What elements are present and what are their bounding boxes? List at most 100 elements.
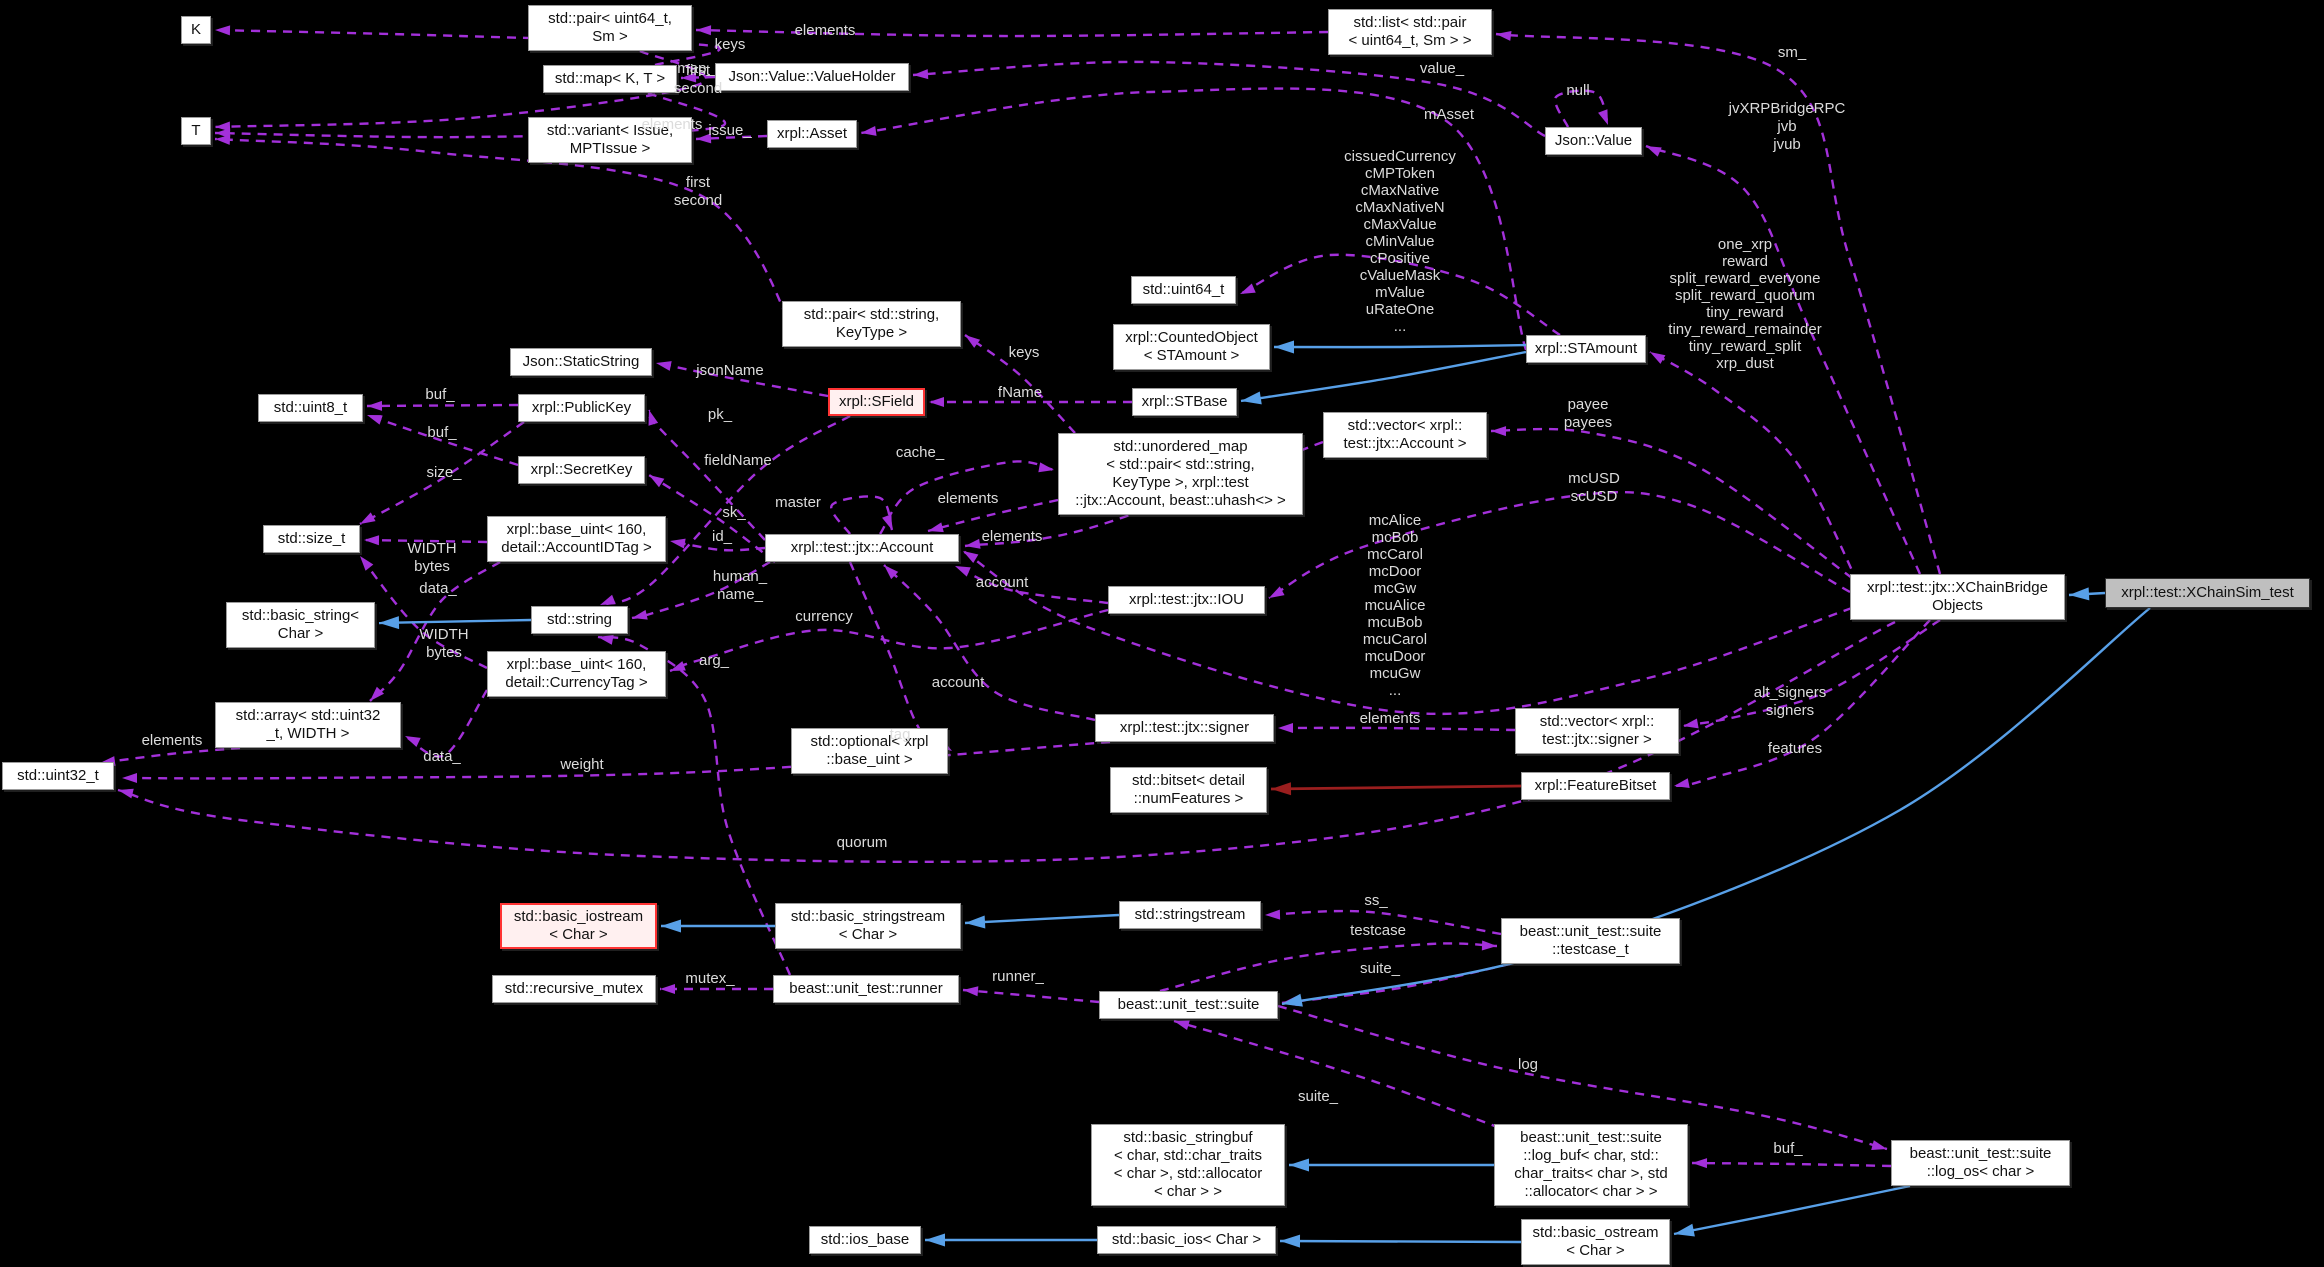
node-map-kt[interactable]: std::map< K, T > bbox=[543, 65, 677, 93]
edge-elements-vecsigner-signer bbox=[1277, 726, 1516, 732]
node-basic-stringstream[interactable]: std::basic_stringstream < Char > bbox=[775, 903, 961, 949]
node-base-uint-currency[interactable]: xrpl::base_uint< 160, detail::CurrencyTa… bbox=[487, 651, 666, 697]
node-valueholder[interactable]: Json::Value::ValueHolder bbox=[715, 63, 909, 91]
edge-inherit-stamount-stbase bbox=[1240, 350, 1527, 403]
node-optional-base-uint[interactable]: std::optional< xrpl ::base_uint > bbox=[791, 728, 948, 774]
node-account[interactable]: xrpl::test::jtx::Account bbox=[765, 534, 959, 562]
edge-size-publickey-sizet bbox=[359, 421, 525, 526]
arrowhead-fname-stbase-sfield bbox=[929, 397, 944, 407]
node-unordered-map[interactable]: std::unordered_map < std::pair< std::str… bbox=[1058, 433, 1303, 515]
edge-arg-runner-string bbox=[597, 635, 792, 976]
node-testcase-t[interactable]: beast::unit_test::suite ::testcase_t bbox=[1501, 918, 1680, 964]
arrowhead-id-account-baseuint bbox=[670, 538, 686, 549]
arrowhead-master-account-loop bbox=[882, 514, 892, 530]
node-uint8[interactable]: std::uint8_t bbox=[258, 394, 363, 422]
node-variant-issue[interactable]: std::variant< Issue, MPTIssue > bbox=[528, 117, 692, 163]
node-pair-string-keytype[interactable]: std::pair< std::string, KeyType > bbox=[782, 301, 961, 347]
node-vector-account[interactable]: std::vector< xrpl:: test::jtx::Account > bbox=[1323, 412, 1487, 458]
edge-account-iou-account bbox=[954, 564, 1109, 605]
node-static-string[interactable]: Json::StaticString bbox=[510, 348, 652, 376]
edge-pk-account-publickey bbox=[646, 409, 766, 541]
node-uint32[interactable]: std::uint32_t bbox=[2, 762, 114, 790]
node-iou[interactable]: xrpl::test::jtx::IOU bbox=[1108, 586, 1265, 614]
node-sfield[interactable]: xrpl::SField bbox=[828, 388, 925, 416]
node-basic-stringbuf[interactable]: std::basic_stringbuf < char, std::char_t… bbox=[1091, 1124, 1285, 1206]
edge-runner-suite-runner bbox=[962, 988, 1100, 1004]
node-featurebitset[interactable]: xrpl::FeatureBitset bbox=[1521, 772, 1670, 800]
arrowhead-quorum-xcbo-uint32 bbox=[118, 788, 134, 799]
arrowhead-consts-stamount-uint64 bbox=[1240, 283, 1256, 294]
arrowhead-altsigners-xcbo-vecsigner bbox=[1683, 718, 1699, 729]
arrowhead-jsonname-sfield-staticstring bbox=[656, 361, 672, 371]
node-size-t[interactable]: std::size_t bbox=[263, 525, 360, 553]
edge-fieldname-sfield-string bbox=[599, 414, 851, 607]
edge-jv-xcbo-jsonvalue bbox=[1645, 144, 1922, 575]
arrowhead-first-second-pairsk-t bbox=[215, 134, 231, 145]
node-list-pair[interactable]: std::list< std::pair < uint64_t, Sm > > bbox=[1328, 9, 1492, 55]
arrowhead-inherit-stringstream-basicstringstream bbox=[965, 915, 986, 929]
node-secretkey[interactable]: xrpl::SecretKey bbox=[518, 456, 645, 484]
edge-altsigners-xcbo-vecsigner bbox=[1682, 618, 1941, 728]
node-log-os[interactable]: beast::unit_test::suite ::log_os< char > bbox=[1891, 1140, 2070, 1186]
edge-buf-secretkey-uint8 bbox=[366, 413, 519, 467]
node-xchainsim-test[interactable]: xrpl::test::XChainSim_test bbox=[2105, 578, 2310, 608]
edge-inherit-stamount-counted bbox=[1273, 343, 1527, 349]
node-uint64[interactable]: std::uint64_t bbox=[1131, 276, 1236, 304]
node-stamount[interactable]: xrpl::STAmount bbox=[1526, 335, 1646, 363]
node-xchainbridge-objects[interactable]: xrpl::test::jtx::XChainBridge Objects bbox=[1850, 574, 2065, 620]
edge-inherit-basicostream-basicios bbox=[1279, 1239, 1522, 1244]
node-stringstream[interactable]: std::stringstream bbox=[1119, 901, 1261, 929]
arrowhead-runner-suite-runner bbox=[963, 986, 979, 997]
node-log-buf[interactable]: beast::unit_test::suite ::log_buf< char,… bbox=[1494, 1124, 1688, 1206]
node-asset[interactable]: xrpl::Asset bbox=[767, 120, 857, 148]
edge-jsonname-sfield-staticstring bbox=[655, 361, 829, 398]
node-publickey[interactable]: xrpl::PublicKey bbox=[518, 394, 645, 422]
node-stbase[interactable]: xrpl::STBase bbox=[1132, 388, 1237, 416]
edge-sm-xcbo-list bbox=[1495, 32, 1942, 575]
arrowhead-arg-runner-string bbox=[598, 634, 614, 645]
arrowhead-account-iou-account bbox=[955, 566, 971, 577]
arrowhead-inherit-logbuf-basicstringbuf bbox=[1289, 1158, 1309, 1172]
node-basic-ostream[interactable]: std::basic_ostream < Char > bbox=[1521, 1219, 1670, 1265]
arrowhead-private-featurebitset-bitset bbox=[1271, 782, 1292, 796]
edge-consts-stamount-uint64 bbox=[1239, 253, 1561, 337]
node-recursive-mutex[interactable]: std::recursive_mutex bbox=[492, 975, 656, 1003]
arrowhead-inherit-stamount-stbase bbox=[1241, 391, 1262, 405]
node-signer[interactable]: xrpl::test::jtx::signer bbox=[1095, 714, 1274, 742]
node-t[interactable]: T bbox=[181, 117, 211, 145]
node-k[interactable]: K bbox=[181, 16, 211, 44]
node-base-uint-accountid[interactable]: xrpl::base_uint< 160, detail::AccountIDT… bbox=[487, 516, 666, 562]
edge-mcusd-xcbo-iou bbox=[1268, 490, 1851, 600]
edge-buf-logos-logbuf bbox=[1691, 1161, 1892, 1168]
arrowhead-width-bytes-cur-sizet bbox=[360, 556, 374, 571]
edge-first-second-pairu64-t bbox=[214, 49, 708, 129]
edge-inherit-xcsim-suite bbox=[1281, 607, 2151, 1006]
edge-null-jsonvalue-loop bbox=[1553, 89, 1610, 128]
arrowhead-buf-secretkey-uint8 bbox=[367, 415, 383, 425]
node-bitset[interactable]: std::bitset< detail ::numFeatures > bbox=[1110, 767, 1267, 813]
node-pair-u64[interactable]: std::pair< uint64_t, Sm > bbox=[528, 5, 692, 51]
node-basic-ios[interactable]: std::basic_ios< Char > bbox=[1097, 1226, 1276, 1254]
arrowhead-log-suite-logos bbox=[1871, 1140, 1887, 1150]
node-runner[interactable]: beast::unit_test::runner bbox=[773, 975, 959, 1003]
node-basic-iostream[interactable]: std::basic_iostream < Char > bbox=[500, 903, 657, 949]
edge-payees-xcbo-vector-account bbox=[1490, 427, 1853, 579]
arrowhead-sk-account-secretkey bbox=[649, 475, 665, 488]
node-json-value[interactable]: Json::Value bbox=[1545, 127, 1642, 155]
arrowhead-first-second-pairu64-t bbox=[215, 121, 231, 132]
edge-private-featurebitset-bitset bbox=[1270, 784, 1522, 791]
node-basic-string[interactable]: std::basic_string< Char > bbox=[226, 602, 375, 648]
arrowhead-inherit-basicstringstream-basiciostream bbox=[661, 919, 681, 933]
edge-cache-account-umap bbox=[878, 460, 1055, 535]
node-string[interactable]: std::string bbox=[531, 606, 628, 634]
node-suite[interactable]: beast::unit_test::suite bbox=[1099, 991, 1278, 1019]
node-ios-base[interactable]: std::ios_base bbox=[809, 1226, 921, 1254]
edge-width-bytes-acct-sizet bbox=[363, 538, 488, 544]
node-array[interactable]: std::array< std::uint32 _t, WIDTH > bbox=[215, 702, 401, 748]
edge-testcase-suite-testcaset bbox=[1159, 942, 1498, 993]
node-vector-signer[interactable]: std::vector< xrpl:: test::jtx::signer > bbox=[1515, 708, 1679, 754]
arrowhead-rewards-xcbo-stamount bbox=[1650, 352, 1666, 364]
node-counted-object[interactable]: xrpl::CountedObject < STAmount > bbox=[1113, 324, 1270, 370]
